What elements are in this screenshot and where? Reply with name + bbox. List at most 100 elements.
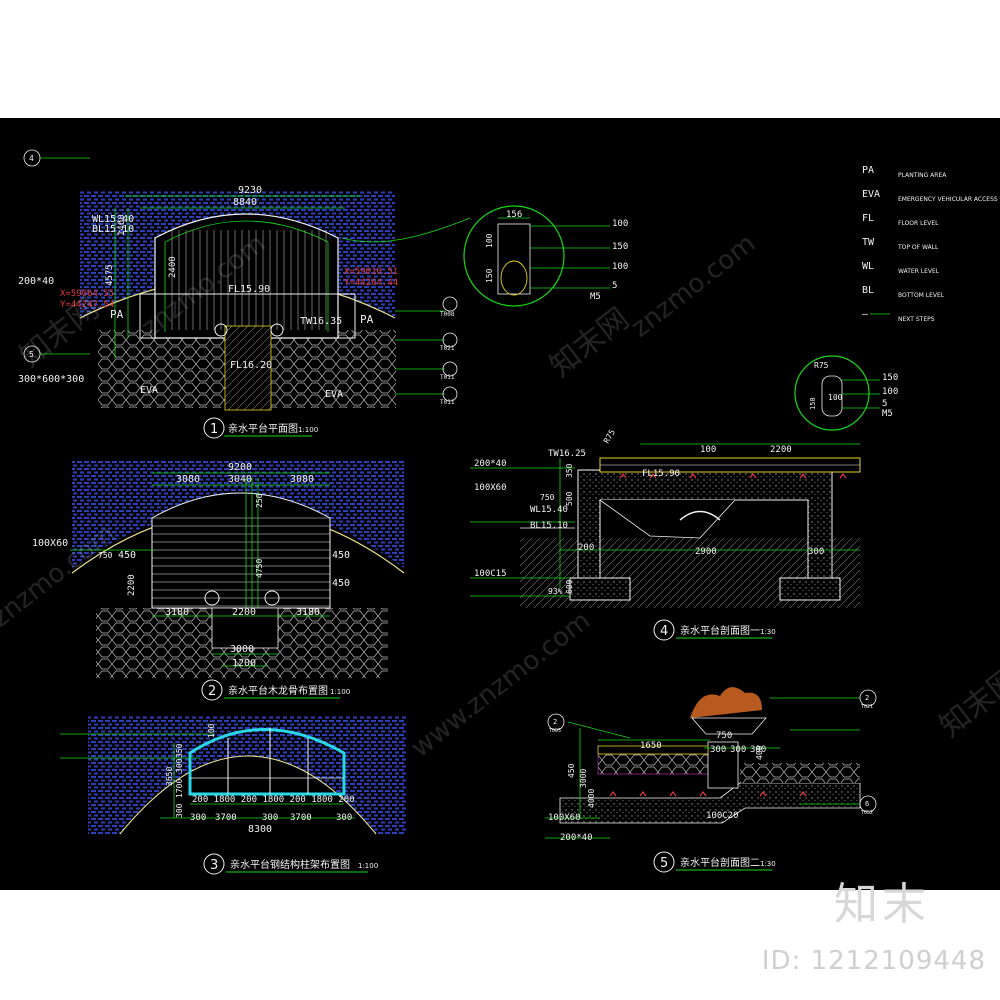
title-2-scale: 1:100 [330,688,350,696]
plan1-wl: WL15.40 [92,214,134,225]
wm-site-3: znzmo.com [626,229,761,344]
plan-3: 8300 300 3700 300 3700 300 200 1800 200 … [60,716,406,875]
wm-site-2: www.znzmo.com [406,606,596,764]
plan2-d-depth: 2200 [127,574,137,596]
plan1-paver-note: 300*600*300 [18,374,84,385]
title-2-text: 亲水平台木龙骨布置图 [228,684,328,697]
sec4-n4: 100C15 [474,569,507,579]
sec5-tag1: T005 [549,728,561,734]
plan3-h5: 350 [175,743,184,758]
plan1-tag4: T011 [440,399,455,406]
plan2-note2: 750 [98,551,113,560]
legend-code: EVA [862,189,880,200]
plan3-h4: 300 [175,758,184,773]
cad-drawing-canvas: 9230 8840 1460 4575 2400 WL15.40 BL15.10… [0,118,1000,890]
detail-b-n4: M5 [882,409,893,419]
sec4-tw: TW16.25 [548,449,586,459]
plan3-h6: 100 [207,723,216,738]
sec5-tag2: T021 [861,704,873,710]
plan2-d-m: 3040 [228,474,252,485]
plan1-dim-left: 1460 [117,214,127,236]
legend-code: WL [862,261,874,272]
legend-item: —NEXT STEPS [862,309,935,323]
title-4-scale: 1:30 [760,628,776,636]
plan1-bl: BL15.10 [92,224,134,235]
plan1-dim-top: 9230 [238,185,262,196]
plan1-pa2: PA [360,313,374,326]
legend-code: FL [862,213,874,224]
plan3-h3: 1700 [175,779,184,798]
legend-desc: WATER LEVEL [898,268,940,275]
title-5-num: 5 [660,856,668,871]
detail-b-d2: 100 [828,393,843,402]
plan2-d-side: 450 [118,550,136,561]
sec5-n3: 100C20 [706,811,739,821]
detail-b-d3: 150 [809,397,817,410]
sec4-d1: 100 [700,445,716,455]
sec4-n1: 200*40 [474,459,507,469]
sec5-d3: 300 [710,745,726,755]
plan1-dim-left2: 4575 [105,264,115,286]
sec5-n1: 100X60 [548,813,581,823]
legend-code: PA [862,165,874,176]
legend-item: EVA EMERGENCY VEHICULAR ACCESS [862,189,998,203]
title-1-text: 亲水平台平面图 [228,422,298,435]
sec4-h2: 500 [565,491,574,506]
sec4-fl: FL15.90 [642,469,680,479]
plan2-note: 100X60 [32,538,68,549]
legend-code: BL [862,285,874,296]
legend-desc: TOP OF WALL [897,244,939,251]
sec5-d5: 300 [750,745,766,755]
plan1-deck-note: 200*40 [18,276,54,287]
plan-2: 9200 3080 3040 3080 450 450 2200 3180 22… [32,460,405,701]
plan3-h2: 300 [175,803,184,818]
plan1-eva: EVA [140,385,158,396]
sec5-ref2: 2 [865,694,869,702]
title-4: 4 亲水平台剖面图一 1:30 [653,619,776,641]
legend-desc: EMERGENCY VEHICULAR ACCESS [898,196,998,203]
detail-a-h1: 100 [485,233,494,248]
plan3-d-total: 8300 [248,824,272,835]
title-1-scale: 1:100 [298,426,318,434]
sec4-bl: BL15.10 [530,521,568,531]
sec4-wl: WL15.40 [530,505,568,515]
title-4-text: 亲水平台剖面图一 [680,624,760,637]
title-5-text: 亲水平台剖面图二 [680,856,760,869]
detail-a-note1: 100 [612,219,628,229]
sec4-n2: 100X60 [474,483,507,493]
plan1-pa: PA [110,308,124,321]
detail-b-n3: 5 [882,399,887,409]
legend-code: — [862,309,869,320]
sec4-n5: 93% [548,587,563,596]
plan3-h1: 3650 [165,767,174,786]
plan3-d-c: 300 [262,813,278,823]
plan1-tag1: T008 [440,311,455,318]
plan1-tag3: T011 [440,374,455,381]
sec5-tag3: T052 [861,810,873,816]
watermark-logo: 知末 [834,879,930,930]
plan1-coord3: X=59064.55 [60,289,114,299]
plan2-v1: 250 [255,493,264,508]
cad-drawing-svg: 9230 8840 1460 4575 2400 WL15.40 BL15.10… [0,149,1000,875]
wm-cn-2: 知末网 [543,301,635,384]
plan1-tw: TW16.35 [300,316,342,327]
section-4: TW16.25 R75 FL15.90 WL15.40 BL15.10 100 … [470,428,861,641]
sec5-h2: 3000 [579,769,588,788]
wm-cn-3: 知末网 [933,661,1000,744]
sec4-r: R75 [602,428,617,445]
plan-1: 9230 8840 1460 4575 2400 WL15.40 BL15.10… [18,149,471,439]
title-3-text: 亲水平台钢结构柱架布置图 [230,858,350,871]
plan2-d-r: 3080 [290,474,314,485]
title-2-num: 2 [208,684,216,699]
sec5-d2: 750 [716,731,732,741]
plan2-d-b2: 2200 [232,607,256,618]
sec5-d4: 300 [730,745,746,755]
detail-b-n1: 150 [882,373,898,383]
plan1-coord2: Y=44264.44 [344,278,398,288]
detail-a-h2: 150 [485,268,494,283]
title-1: 1 亲水平台平面图 1:100 [203,417,318,439]
